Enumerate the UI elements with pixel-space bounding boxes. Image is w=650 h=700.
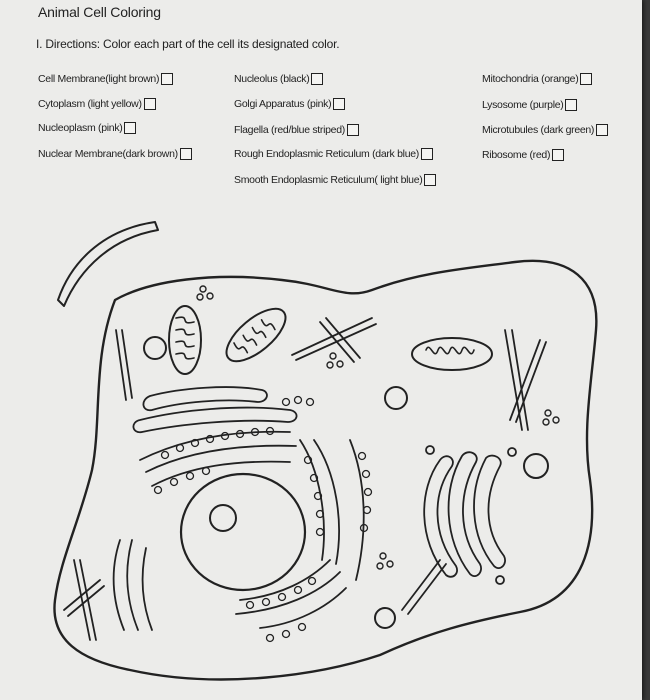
legend-item-lysosome: Lysosome (purple): [482, 99, 578, 111]
mitochondrion: [411, 337, 493, 371]
lysosome: [523, 453, 549, 479]
color-checkbox[interactable]: [179, 148, 192, 160]
legend-label: Nuclear Membrane(dark brown): [38, 148, 178, 160]
lysosome: [143, 336, 167, 360]
lysosome: [374, 607, 396, 629]
directions-text: I. Directions: Color each part of the ce…: [36, 37, 340, 51]
legend-label: Flagella (red/blue striped): [234, 124, 345, 136]
legend-item-rough-er: Rough Endoplasmic Reticulum (dark blue): [234, 148, 433, 160]
rough-er-ribosomes: [153, 395, 373, 643]
legend-label: Mitochondria (orange): [482, 73, 579, 85]
flagellum: [57, 221, 159, 307]
legend-label: Nucleoplasm (pink): [38, 122, 123, 134]
legend-label: Cell Membrane(light brown): [38, 73, 160, 85]
legend-item-nucleolus: Nucleolus (black): [234, 73, 324, 85]
cell-membrane: [53, 259, 598, 681]
legend-label: Golgi Apparatus (pink): [234, 98, 332, 110]
color-checkbox[interactable]: [552, 149, 565, 161]
legend-item-microtubules: Microtubules (dark green): [482, 124, 609, 136]
color-checkbox[interactable]: [124, 122, 137, 134]
legend-item-smooth-er: Smooth Endoplasmic Reticulum( light blue…: [234, 174, 437, 186]
lysosome: [384, 386, 408, 410]
color-checkbox[interactable]: [565, 99, 578, 111]
mitochondrion: [168, 305, 202, 375]
ribosomes: [196, 285, 560, 570]
legend-label: Cytoplasm (light yellow): [38, 98, 142, 110]
mitochondrion: [225, 307, 287, 363]
legend-label: Smooth Endoplasmic Reticulum( light blue…: [234, 174, 423, 186]
golgi-apparatus: [423, 445, 517, 585]
color-checkbox[interactable]: [346, 124, 359, 136]
legend-item-cell-membrane: Cell Membrane(light brown): [38, 73, 174, 85]
color-checkbox[interactable]: [311, 73, 324, 85]
legend-label: Lysosome (purple): [482, 99, 564, 111]
color-checkbox[interactable]: [333, 98, 346, 110]
smooth-endoplasmic-reticulum: [112, 386, 298, 631]
legend-item-nuclear-membrane: Nuclear Membrane(dark brown): [38, 148, 192, 160]
microtubules: [63, 317, 547, 641]
rough-endoplasmic-reticulum: [139, 430, 365, 629]
legend-item-cytoplasm: Cytoplasm (light yellow): [38, 98, 156, 110]
color-checkbox[interactable]: [580, 73, 593, 85]
color-checkbox[interactable]: [143, 98, 156, 110]
legend-item-flagella: Flagella (red/blue striped): [234, 124, 359, 136]
legend-label: Nucleolus (black): [234, 73, 310, 85]
legend-label: Rough Endoplasmic Reticulum (dark blue): [234, 148, 419, 160]
legend-item-ribosome: Ribosome (red): [482, 149, 565, 161]
color-checkbox[interactable]: [596, 124, 609, 136]
legend-label: Microtubules (dark green): [482, 124, 595, 136]
color-checkbox[interactable]: [161, 73, 174, 85]
legend-item-mitochondria: Mitochondria (orange): [482, 73, 593, 85]
legend-item-nucleoplasm: Nucleoplasm (pink): [38, 122, 137, 134]
color-checkbox[interactable]: [424, 174, 437, 186]
color-checkbox[interactable]: [420, 148, 433, 160]
legend-item-golgi: Golgi Apparatus (pink): [234, 98, 346, 110]
nuclear-membrane: [179, 472, 307, 592]
nucleolus: [209, 504, 237, 532]
worksheet-title: Animal Cell Coloring: [38, 4, 161, 20]
legend-label: Ribosome (red): [482, 149, 551, 161]
